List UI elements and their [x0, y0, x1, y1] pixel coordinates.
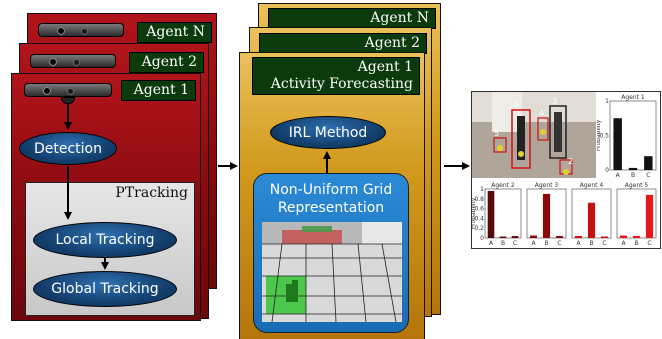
chart-2-ytick: 1: [480, 186, 484, 193]
stage1-agent-2-label: Agent 2: [129, 52, 204, 73]
chart-3-title: Agent 3: [535, 182, 559, 189]
stage1-agent-1-label: Agent 1: [121, 80, 196, 101]
chart-1-tick-C: C: [646, 172, 650, 178]
chart-3-bar-B: [542, 193, 551, 238]
stage2-agent-1-header: Agent 1 Activity Forecasting: [252, 57, 420, 95]
person-label-1: 1: [514, 99, 519, 108]
chart-2-ytick: 0.4: [474, 215, 484, 222]
chart-5-bar-B: [632, 236, 641, 238]
chart-1-tick-B: B: [631, 172, 635, 178]
chart-2-ytick: 0: [480, 235, 484, 242]
global-tracking-node: Global Tracking: [33, 271, 177, 307]
chart-1-bar-C: [644, 156, 653, 170]
person-label-2: 2: [568, 157, 573, 166]
kinect-sensor-icon: [38, 23, 124, 37]
chart-4-tick-C: C: [602, 240, 606, 246]
chart-3-tick-C: C: [557, 240, 561, 246]
chart-3-bar-C: [555, 236, 564, 238]
chart-2-ytick: 0.2: [474, 225, 484, 232]
local-tracking-node: Local Tracking: [33, 222, 177, 258]
chart-1-ylabel: Probability: [597, 119, 602, 151]
chart-3-bar-A: [529, 235, 538, 238]
chart-2-bar-B: [499, 236, 507, 238]
kinect-sensor-icon: [30, 54, 116, 68]
chart-5-tick-B: B: [634, 240, 638, 246]
chart-2-tick-C: C: [513, 240, 517, 246]
chart-2-ytick: 0.6: [474, 206, 484, 213]
grid-representation-box: Non-Uniform Grid Representation: [253, 173, 409, 333]
person-label-3: 3: [552, 97, 557, 106]
chart-2-bar-C: [511, 236, 519, 238]
chart-4-tick-B: B: [589, 240, 593, 246]
irl-method-node: IRL Method: [270, 116, 386, 149]
chart-1-ytick: 0: [605, 167, 609, 174]
chart-2-tick-A: A: [489, 240, 494, 246]
chart-1-ytick: 1: [605, 98, 609, 105]
chart-1-ytick: 0.5: [599, 133, 609, 140]
chart-5-bar-C: [645, 194, 654, 238]
chart-4-bar-A: [574, 236, 583, 238]
chart-5-tick-A: A: [621, 240, 626, 246]
chart-3-tick-A: A: [531, 240, 536, 246]
surveillance-scene-image: 5 1 4 2 3: [472, 92, 596, 178]
person-label-5: 5: [494, 129, 499, 138]
chart-2-ytick: 0.8: [474, 196, 484, 203]
chart-4-bar-C: [600, 236, 609, 238]
chart-4-tick-A: A: [576, 240, 581, 246]
ptracking-label: PTracking: [115, 185, 188, 201]
chart-1-bar-B: [628, 167, 638, 170]
chart-2-tick-B: B: [501, 240, 505, 246]
stage1-agent-n-label: Agent N: [137, 22, 212, 43]
grid-floor-image: [262, 222, 402, 322]
chart-3-tick-B: B: [544, 240, 548, 246]
chart-1-title: Agent 1: [621, 94, 645, 101]
chart-4-bar-B: [587, 202, 596, 238]
detection-node: Detection: [19, 132, 117, 165]
stage2-agent-2-label: Agent 2: [259, 33, 427, 54]
chart-2-bar-A: [487, 190, 495, 238]
stage2-agent-n-label: Agent N: [268, 8, 436, 29]
chart-1-bar-A: [613, 118, 622, 170]
chart-1-tick-A: A: [616, 172, 621, 178]
chart-2-ylabel: Probability: [472, 197, 477, 229]
chart-2-title: Agent 2: [491, 182, 515, 189]
grid-title-line1: Non-Uniform Grid: [269, 182, 393, 198]
kinect-sensor-icon: [24, 83, 112, 97]
chart-5-bar-A: [619, 235, 628, 238]
chart-5-title: Agent 5: [625, 182, 649, 189]
activity-forecasting-label: Activity Forecasting: [270, 76, 413, 92]
chart-4-title: Agent 4: [580, 182, 604, 189]
grid-title-line2: Representation: [277, 200, 385, 216]
person-label-4: 4: [539, 109, 544, 118]
stage2-agent-1-label: Agent 1: [357, 59, 413, 75]
chart-5-tick-C: C: [647, 240, 651, 246]
